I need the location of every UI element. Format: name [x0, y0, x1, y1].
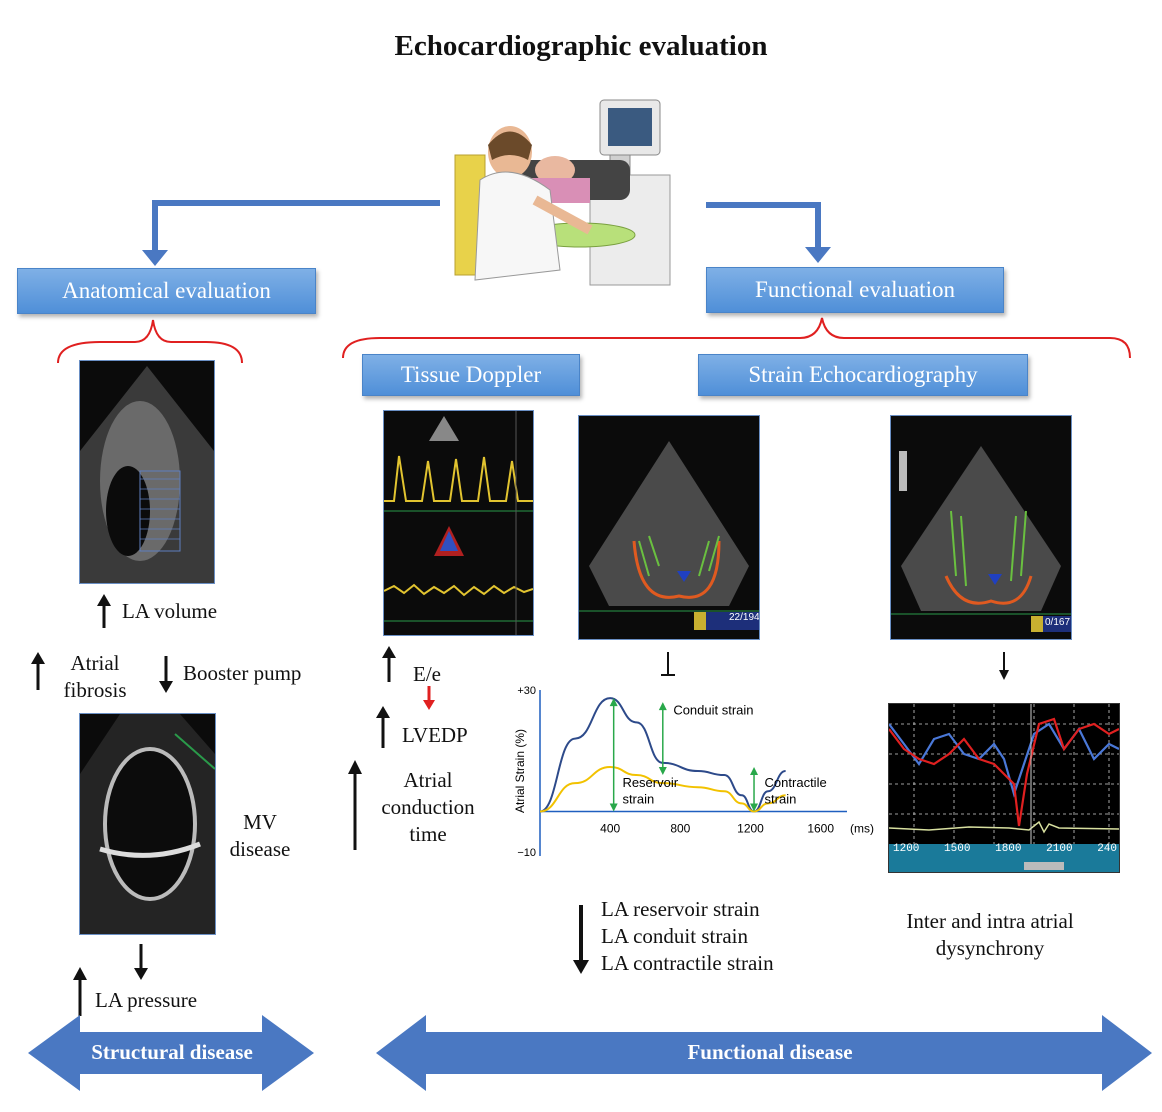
anatomical-evaluation-box: Anatomical evaluation — [17, 268, 316, 314]
functional-disease-label: Functional disease — [687, 1040, 853, 1064]
dys-tick: 2100 — [1046, 843, 1073, 855]
la-volume-echo-image — [79, 360, 215, 584]
x-unit-label: (ms) — [850, 822, 874, 836]
conduit-strain-label: Conduit strain — [673, 702, 753, 717]
mv-disease-label-2: disease — [229, 837, 291, 861]
booster-pump-label: Booster pump — [183, 661, 302, 685]
atrial-conduction-label-1: Atrial — [403, 768, 453, 792]
dys-tick: 240 — [1097, 843, 1117, 855]
la-conduit-strain-label: LA conduit strain — [601, 924, 748, 948]
dyssynchrony-axis-ticks: 1200 1500 1800 2100 240 — [893, 843, 1117, 855]
x-tick-label: 800 — [670, 822, 690, 836]
y-tick-label: −10 — [517, 847, 536, 859]
atrial-conduction-label-2: conduction — [381, 795, 475, 819]
la-volume-label: LA volume — [122, 599, 218, 623]
contractile-strain-label: Contractile — [765, 775, 827, 790]
e-over-e-label: E/e — [413, 662, 441, 686]
structural-disease-label: Structural disease — [91, 1040, 253, 1064]
dyssynchrony-trace-image: 1200 1500 1800 2100 240 — [888, 703, 1120, 873]
y-axis-label: Atrial Strain (%) — [513, 729, 527, 813]
lvedp-label: LVEDP — [402, 723, 468, 747]
dys-tick: 1500 — [944, 843, 971, 855]
reservoir-strain-label: Reservoir — [622, 775, 678, 790]
dyssynchrony-label-1: Inter and intra atrial — [906, 909, 1074, 933]
conduit-arrow-head — [658, 702, 667, 711]
reservoir-arrow-head — [609, 803, 618, 812]
atrial-strain-chart: +30 −10 400 800 1200 1600 (ms) Atrial Strain (%… — [513, 685, 874, 859]
bottom-arrows — [28, 1015, 1152, 1091]
left-arrows — [31, 594, 173, 1016]
page-title: Echocardiographic evaluation — [394, 30, 768, 62]
reservoir-strain-label: strain — [622, 791, 654, 806]
tissue-doppler-image — [383, 410, 534, 636]
functional-evaluation-box: Functional evaluation — [706, 267, 1004, 313]
x-tick-label: 1600 — [807, 822, 834, 836]
contractile-arrow-head — [750, 766, 759, 775]
dys-tick: 1800 — [995, 843, 1022, 855]
doppler-arrows — [348, 646, 435, 850]
y-tick-label: +30 — [517, 685, 536, 697]
strain-echo-image-2: 0/167 — [890, 415, 1072, 640]
mv-disease-label-1: MV — [243, 810, 277, 834]
atrial-conduction-label-3: time — [409, 822, 447, 846]
strain-echo-box: Strain Echocardiography — [698, 354, 1028, 396]
tissue-doppler-box: Tissue Doppler — [362, 354, 580, 396]
dyssynchrony-label-2: dysynchrony — [935, 936, 1045, 960]
conduit-arrow-head — [658, 767, 667, 776]
la-contractile-strain-label: LA contractile strain — [601, 951, 774, 975]
la-reservoir-strain-label: LA reservoir strain — [601, 897, 760, 921]
echo-exam-illustration — [454, 99, 671, 286]
contractile-arrow-head — [750, 803, 759, 812]
strain-frame-counter-2: 0/167 — [1045, 617, 1071, 628]
atrial-fibrosis-label-2: fibrosis — [63, 678, 127, 702]
strain-series-line — [539, 765, 786, 813]
strain-echo-image-1: 22/194 — [578, 415, 760, 640]
reservoir-arrow-head — [609, 698, 618, 707]
la-pressure-label: LA pressure — [95, 988, 198, 1012]
x-tick-label: 1200 — [737, 822, 764, 836]
contractile-strain-label: strain — [765, 791, 797, 806]
mv-disease-echo-image — [79, 713, 216, 935]
x-tick-label: 400 — [600, 822, 620, 836]
strain-frame-counter-1: 22/194 — [729, 612, 760, 623]
atrial-fibrosis-label-1: Atrial — [70, 651, 120, 675]
dys-tick: 1200 — [893, 843, 920, 855]
